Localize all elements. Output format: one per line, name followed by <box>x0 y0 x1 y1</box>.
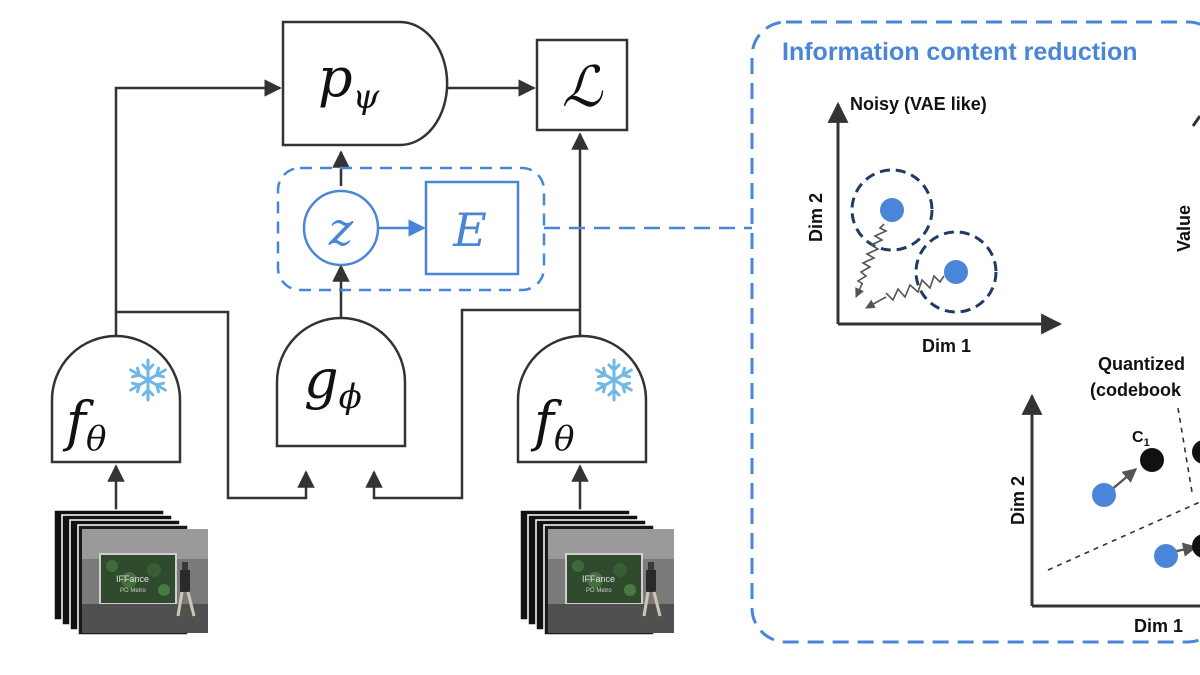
codebook-centroid <box>1140 448 1164 472</box>
encoder-right-node: fθ <box>516 334 648 464</box>
frame-caption: IFFance <box>582 574 615 584</box>
latent-point <box>944 260 968 284</box>
video-frames-left: IFFance PO Metro <box>52 508 210 637</box>
edge-f-right-to-g <box>365 308 580 500</box>
decoder-node: pψ <box>281 20 449 147</box>
svg-text:pψ: pψ <box>318 46 380 117</box>
codebook-centroid <box>1192 440 1200 464</box>
latent-label: z <box>328 202 354 256</box>
noisy-xlabel: Dim 1 <box>922 336 971 356</box>
encoder-left-node: fθ <box>50 334 182 464</box>
codebook-sub: 1 <box>1144 437 1150 449</box>
info-panel <box>750 20 1200 644</box>
latent-point <box>1154 544 1178 568</box>
noise-region <box>850 168 934 252</box>
latent-point <box>880 198 904 222</box>
quantized-ylabel: Dim 2 <box>1008 476 1028 525</box>
voronoi-boundary <box>1047 501 1200 571</box>
energy-label: E <box>452 203 487 257</box>
svg-text:gϕ: gϕ <box>304 348 362 417</box>
third-ylabel: Value <box>1174 205 1194 252</box>
encoder-left-sub: θ <box>86 419 106 459</box>
edge-f-left-to-decoder <box>114 79 282 338</box>
latent-energy-group <box>276 166 546 292</box>
noisy-title: Noisy (VAE like) <box>850 94 987 114</box>
frame-subcaption: PO Metro <box>120 588 146 594</box>
quantized-xlabel: Dim 1 <box>1134 616 1183 636</box>
noisy-ylabel: Dim 2 <box>806 193 826 242</box>
quantized-chart: Quantized (codebook Dim 1 Dim 2 C1 <box>1008 354 1200 636</box>
panel-title: Information content reduction <box>782 38 1138 66</box>
noise-region <box>914 230 998 314</box>
voronoi-boundary <box>1177 407 1193 493</box>
latent-point <box>1092 483 1116 507</box>
frame-subcaption: PO Metro <box>586 588 612 594</box>
energy-node: E <box>424 180 520 276</box>
svg-text:C1: C1 <box>1132 429 1150 449</box>
quantized-title-line1: Quantized <box>1098 354 1185 374</box>
noise-spring <box>856 223 888 285</box>
encoder-mid-node: gϕ <box>275 316 407 448</box>
codebook-label: C <box>1132 429 1144 446</box>
quantized-title-line2: (codebook <box>1090 380 1182 400</box>
video-frames-right: IFFance PO Metro <box>518 508 676 637</box>
encoder-right-sub: θ <box>554 419 574 459</box>
decoder-base: p <box>318 46 353 109</box>
edge-f-left-to-g <box>116 310 315 500</box>
loss-node: ℒ <box>535 38 629 132</box>
connection-lines <box>107 79 589 530</box>
encoder-mid-base: g <box>304 348 339 411</box>
noisy-chart: Noisy (VAE like) Dim 1 Dim 2 <box>806 94 1063 356</box>
decoder-sub: ψ <box>353 77 380 117</box>
noise-spring <box>885 274 945 302</box>
frame-caption: IFFance <box>116 574 149 584</box>
loss-label: ℒ <box>562 55 604 120</box>
encoder-mid-sub: ϕ <box>339 377 362 417</box>
codebook-centroid <box>1192 534 1200 558</box>
latent-z-node: z <box>302 189 380 267</box>
